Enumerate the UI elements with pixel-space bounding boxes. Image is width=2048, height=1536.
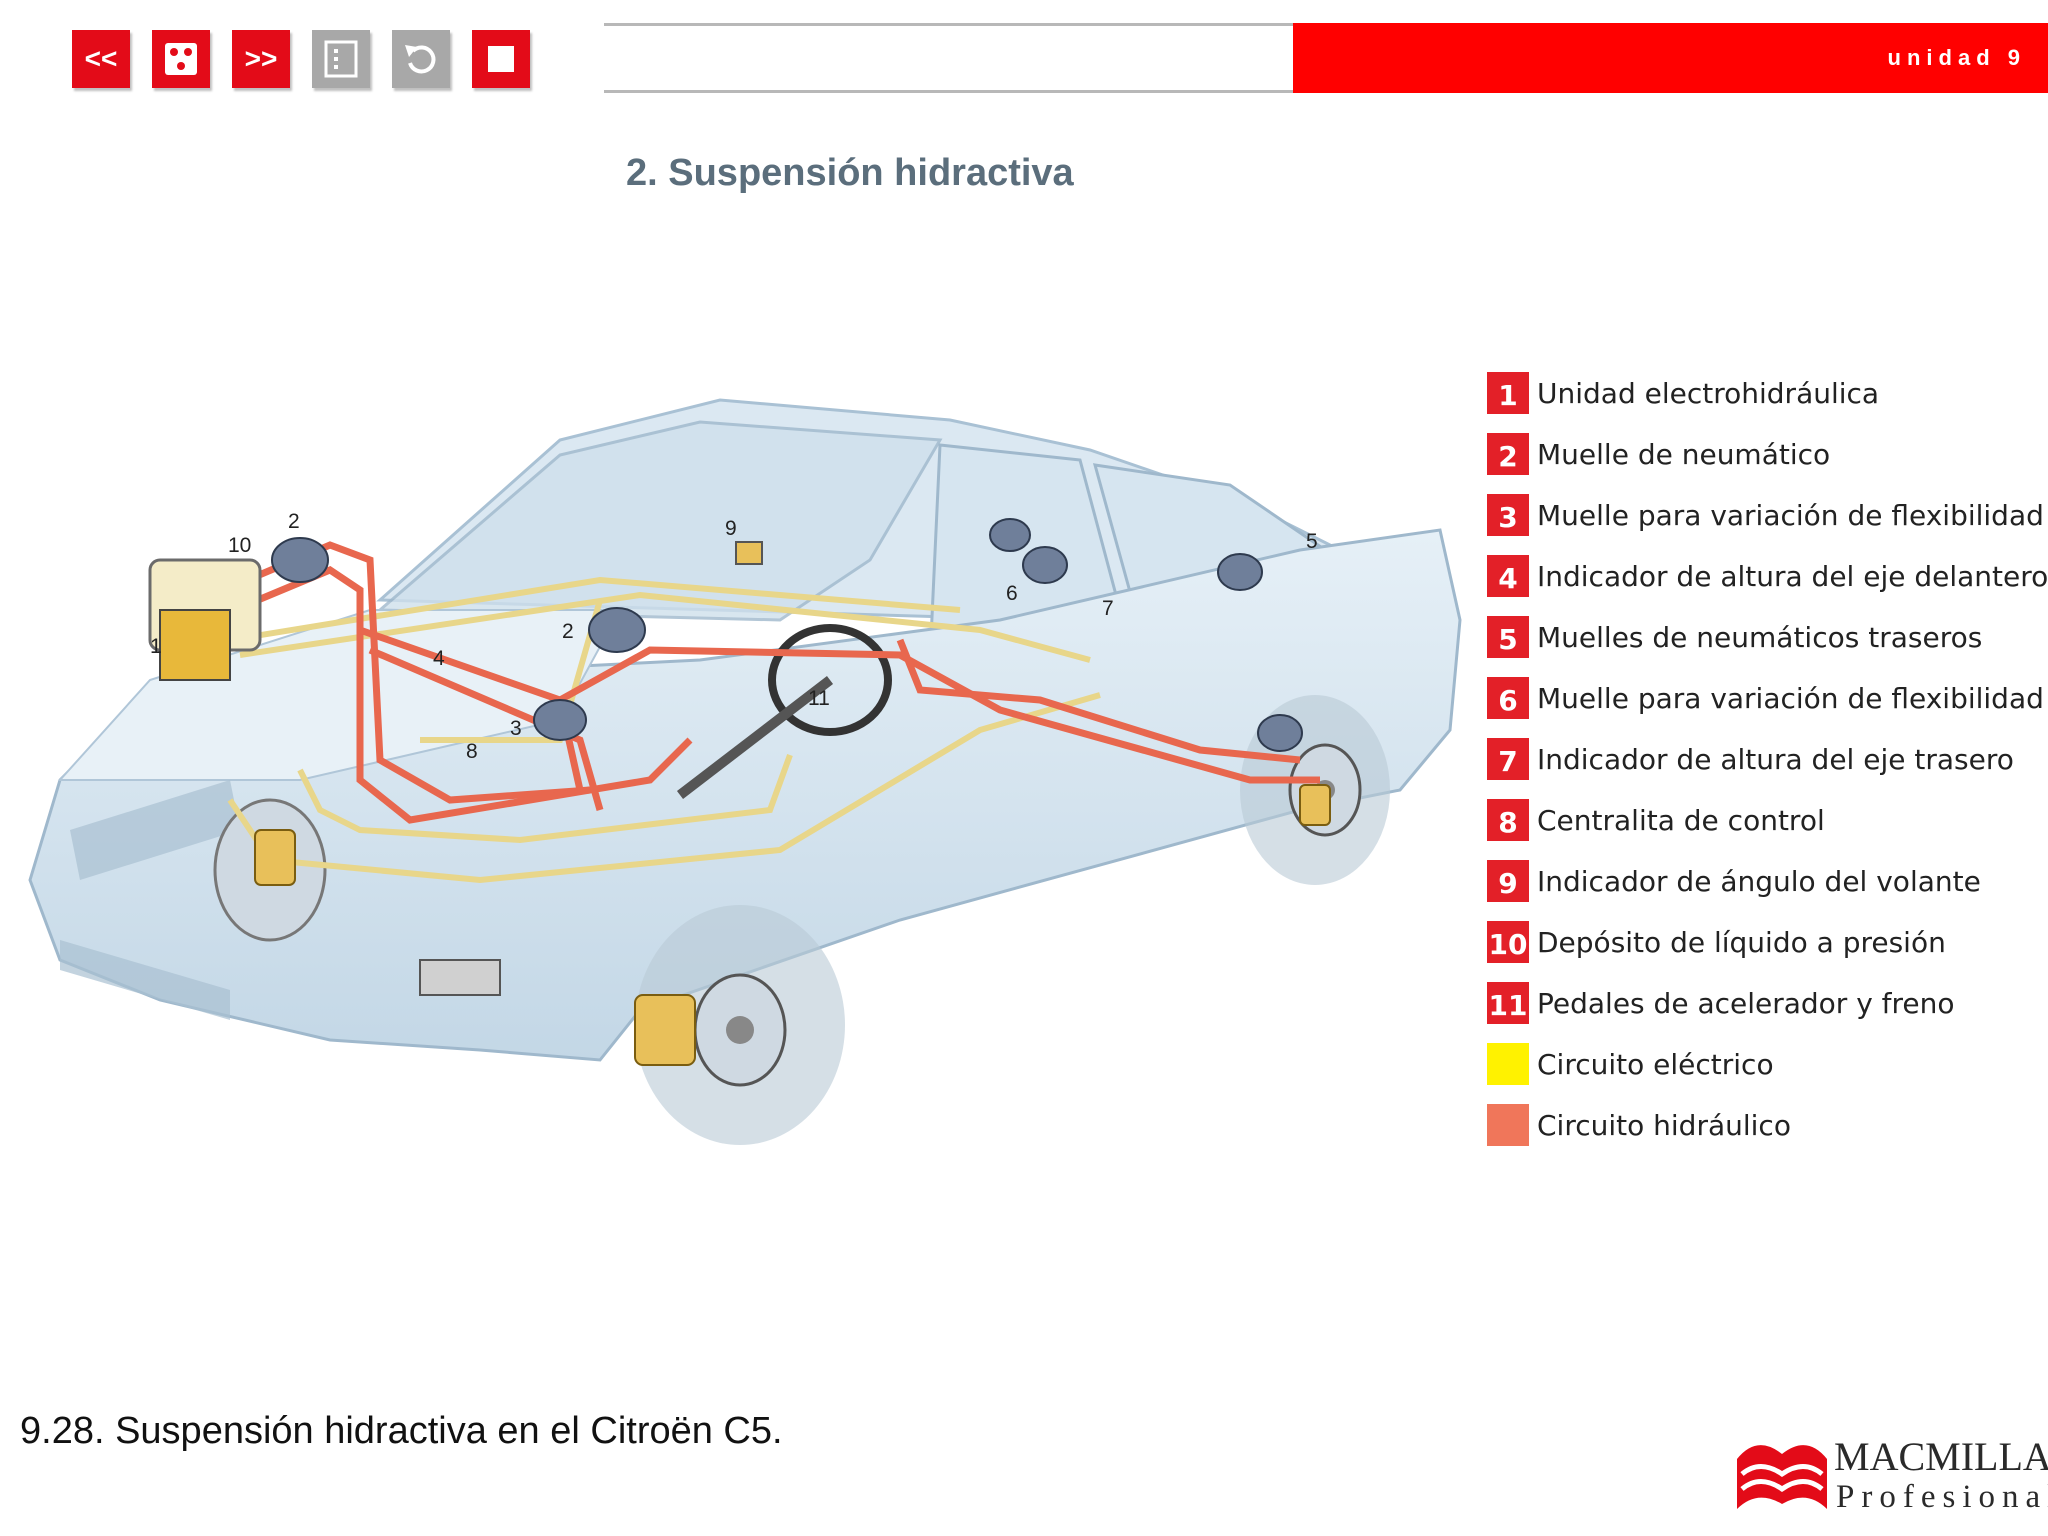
- book-pages-icon: [1737, 1445, 1827, 1509]
- legend-item: 10 Depósito de líquido a presión: [1487, 919, 1946, 965]
- undo-icon: [405, 45, 436, 74]
- legend-item: 7 Indicador de altura del eje trasero: [1487, 736, 2014, 782]
- logo-text-line1: MACMILLAN: [1834, 1434, 2048, 1479]
- front-spheres: [271, 518, 1303, 752]
- legend-label: Unidad electrohidráulica: [1537, 376, 1880, 410]
- legend-label: Muelle para variación de flexibilidad: [1537, 681, 2044, 715]
- hydraulic-swatch: [1487, 1104, 1529, 1146]
- callout-2a: 2: [288, 510, 300, 533]
- legend-number: 6: [1487, 677, 1529, 719]
- dice-dots-icon: [165, 43, 197, 75]
- macmillan-logo: MACMILLAN Profesional: [1732, 1425, 2048, 1525]
- legend-number: 7: [1487, 738, 1529, 780]
- list-icon: [324, 40, 358, 78]
- legend-hydraulic: Circuito hidráulico: [1487, 1102, 1791, 1148]
- legend-number: 11: [1487, 982, 1529, 1024]
- legend-label: Pedales de acelerador y freno: [1537, 986, 1955, 1020]
- legend-number: 10: [1487, 921, 1529, 963]
- logo-text-line2: Profesional: [1836, 1479, 2048, 1515]
- legend-label: Muelle de neumático: [1537, 437, 1831, 471]
- callout-1: 1: [150, 635, 162, 658]
- callout-11: 11: [808, 687, 830, 710]
- back-button[interactable]: [392, 30, 450, 88]
- legend-label: Centralita de control: [1537, 803, 1825, 837]
- legend-item: 4 Indicador de altura del eje delantero: [1487, 553, 2048, 599]
- callout-5: 5: [1306, 530, 1318, 553]
- front-left-wheel: [635, 905, 845, 1145]
- previous-button[interactable]: <<: [72, 30, 130, 88]
- callout-3: 3: [510, 717, 522, 740]
- legend-number: 3: [1487, 494, 1529, 536]
- callout-2b: 2: [562, 620, 574, 643]
- index-button[interactable]: [312, 30, 370, 88]
- legend-item: 1 Unidad electrohidráulica: [1487, 370, 1879, 416]
- menu-button[interactable]: [152, 30, 210, 88]
- callout-7: 7: [1102, 597, 1114, 620]
- unit-band: unidad 9: [1293, 23, 2048, 93]
- header-line: [604, 23, 1294, 93]
- legend-number: 9: [1487, 860, 1529, 902]
- figure-caption: 9.28. Suspensión hidractiva en el Citroë…: [20, 1410, 783, 1452]
- callout-10: 10: [228, 534, 251, 557]
- legend-label: Indicador de ángulo del volante: [1537, 864, 1981, 898]
- legend-label: Indicador de altura del eje trasero: [1537, 742, 2014, 776]
- legend-label: Muelle para variación de flexibilidad: [1537, 498, 2044, 532]
- legend-item: 2 Muelle de neumático: [1487, 431, 1830, 477]
- legend-item: 3 Muelle para variación de flexibilidad: [1487, 492, 2044, 538]
- electric-swatch: [1487, 1043, 1529, 1085]
- callout-9: 9: [725, 517, 737, 540]
- unit-label: unidad 9: [1887, 45, 2026, 70]
- page-title: 2. Suspensión hidractiva: [626, 152, 1074, 194]
- legend-item: 9 Indicador de ángulo del volante: [1487, 858, 1981, 904]
- legend-label: Circuito eléctrico: [1537, 1047, 1774, 1081]
- legend-electric: Circuito eléctrico: [1487, 1041, 1774, 1087]
- navigation-toolbar: << >>: [72, 30, 530, 88]
- legend-label: Depósito de líquido a presión: [1537, 925, 1946, 959]
- stop-icon: [488, 46, 514, 72]
- stop-button[interactable]: [472, 30, 530, 88]
- legend-number: 1: [1487, 372, 1529, 414]
- legend-number: 5: [1487, 616, 1529, 658]
- legend-item: 11 Pedales de acelerador y freno: [1487, 980, 1955, 1026]
- steering-wheel: [676, 624, 892, 799]
- callout-6: 6: [1006, 582, 1018, 605]
- legend-label: Indicador de altura del eje delantero: [1537, 559, 2048, 593]
- callout-8: 8: [466, 740, 478, 763]
- legend-number: 2: [1487, 433, 1529, 475]
- next-button[interactable]: >>: [232, 30, 290, 88]
- legend-item: 6 Muelle para variación de flexibilidad: [1487, 675, 2044, 721]
- legend-label: Circuito hidráulico: [1537, 1108, 1791, 1142]
- car-suspension-illustration: 1 2 2 3 4 5 6 7 8 9 10 11: [28, 398, 1462, 1145]
- callout-4: 4: [433, 647, 445, 670]
- legend-item: 5 Muelles de neumáticos traseros: [1487, 614, 1982, 660]
- legend-item: 8 Centralita de control: [1487, 797, 1825, 843]
- legend-number: 8: [1487, 799, 1529, 841]
- legend-number: 4: [1487, 555, 1529, 597]
- legend-label: Muelles de neumáticos traseros: [1537, 620, 1983, 654]
